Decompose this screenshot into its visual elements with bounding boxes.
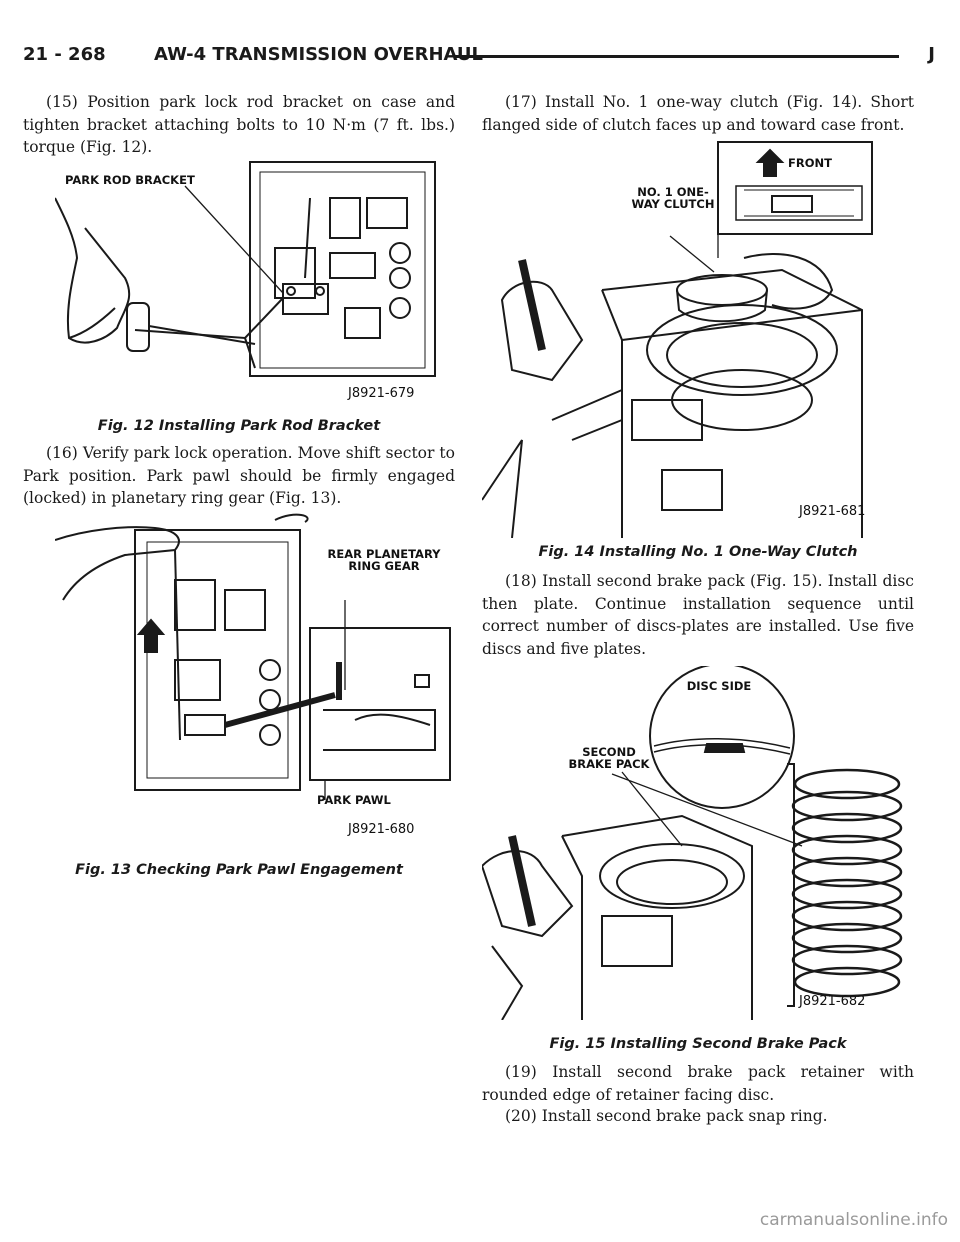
- fig13-id: J8921-680: [348, 822, 415, 837]
- callout-rear-planetary-ring-gear: REAR PLANETARY RING GEAR: [327, 547, 441, 573]
- fig13-caption: Fig. 13 Checking Park Pawl Engagement: [75, 862, 403, 878]
- fig15-illustration: DISC SIDE SECOND BRAKE PACK J8921-682: [482, 666, 914, 1020]
- page-number: 21 - 268: [23, 44, 106, 65]
- fig12-id: J8921-679: [348, 386, 415, 401]
- header-rule: [455, 55, 899, 58]
- watermark: carmanualsonline.info: [759, 1210, 948, 1230]
- fig14-drawing: [482, 141, 873, 538]
- fig15-id: J8921-682: [799, 994, 866, 1009]
- fig13-illustration: REAR PLANETARY RING GEAR PARK PAWL J8921…: [55, 510, 455, 850]
- step-16-text: (16) Verify park lock operation. Move sh…: [23, 444, 455, 507]
- step-15-text: (15) Position park lock rod bracket on c…: [23, 93, 455, 156]
- fig12-drawing: [55, 161, 436, 377]
- callout-second-brake-pack: SECOND BRAKE PACK: [568, 745, 650, 771]
- fig15-caption: Fig. 15 Installing Second Brake Pack: [549, 1036, 847, 1052]
- section-title: AW-4 TRANSMISSION OVERHAUL: [154, 44, 484, 65]
- callout-front: FRONT: [788, 156, 832, 170]
- step-18-text: (18) Install second brake pack (Fig. 15)…: [482, 572, 914, 658]
- step-19-text: (19) Install second brake pack retainer …: [482, 1063, 914, 1104]
- edition-mark: J: [928, 44, 935, 65]
- step-17-text: (17) Install No. 1 one-way clutch (Fig. …: [482, 93, 914, 134]
- fig13-drawing: [55, 513, 451, 800]
- step-20-text: (20) Install second brake pack snap ring…: [505, 1107, 828, 1125]
- fig12-illustration: PARK ROD BRACKET J8921-679: [55, 158, 455, 410]
- callout-park-rod-bracket: PARK ROD BRACKET: [65, 173, 195, 187]
- fig12-caption: Fig. 12 Installing Park Rod Bracket: [97, 418, 381, 434]
- callout-disc-side: DISC SIDE: [686, 679, 752, 693]
- fig14-illustration: FRONT NO. 1 ONE-WAY CLUTCH J8921-681: [482, 140, 914, 538]
- callout-park-pawl: PARK PAWL: [317, 793, 391, 807]
- page-header: 21 - 268 AW-4 TRANSMISSION OVERHAUL J: [23, 42, 935, 68]
- callout-no1-one-way-clutch: NO. 1 ONE-WAY CLUTCH: [631, 185, 715, 211]
- fig15-drawing: [482, 666, 903, 1020]
- fig14-caption: Fig. 14 Installing No. 1 One-Way Clutch: [538, 544, 858, 560]
- fig14-id: J8921-681: [799, 504, 866, 519]
